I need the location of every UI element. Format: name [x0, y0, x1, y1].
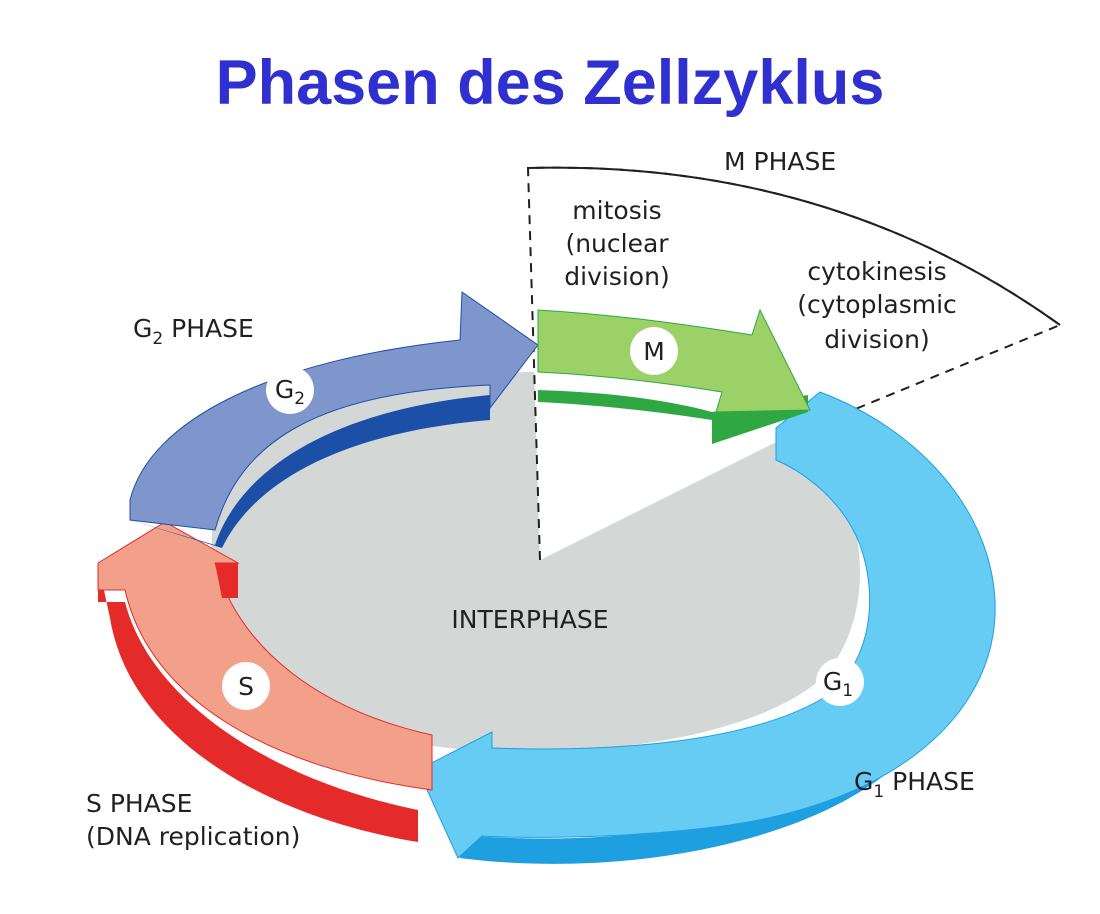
svg-text:G1: G1	[823, 667, 853, 701]
g1-badge-main: G	[823, 667, 842, 696]
s-arrow-top	[97, 521, 433, 791]
m-badge-label: M	[643, 337, 665, 366]
diagram-title: Phasen des Zellzyklus	[215, 48, 885, 118]
s-phase-line-1: S PHASE	[86, 789, 192, 818]
mitosis-line-1: mitosis	[572, 196, 661, 225]
mitosis-label: mitosis (nuclear division)	[564, 196, 669, 291]
g1-arrow-top	[417, 391, 996, 859]
s-notch	[215, 563, 238, 598]
g2-badge-sub: 2	[294, 389, 305, 409]
interphase-label: INTERPHASE	[451, 605, 608, 634]
svg-text:G2: G2	[275, 375, 305, 409]
cytokinesis-line-3: division)	[824, 325, 929, 354]
g2-badge: G2	[266, 366, 314, 414]
cytokinesis-line-2: (cytoplasmic	[797, 290, 957, 319]
s-badge: S	[222, 662, 270, 710]
s-phase-label: S PHASE (DNA replication)	[86, 789, 300, 851]
interphase-area	[211, 372, 860, 752]
g1-badge: G1	[816, 658, 864, 706]
m-arrow-side	[538, 370, 808, 444]
cytokinesis-label: cytokinesis (cytoplasmic division)	[797, 257, 957, 354]
m-badge: M	[630, 327, 678, 375]
mitosis-line-2: (nuclear	[565, 229, 669, 258]
g1-phase-label: G1 PHASE	[854, 767, 975, 802]
s-phase-line-2: (DNA replication)	[86, 822, 300, 851]
g2-arrow-side	[130, 395, 490, 548]
mitosis-line-3: division)	[564, 262, 669, 291]
s-badge-label: S	[238, 672, 254, 701]
g2-badge-main: G	[275, 375, 294, 404]
s-arrow-side	[98, 563, 418, 842]
g1-badge-sub: 1	[842, 681, 853, 701]
g2-phase-label: G2 PHASE	[133, 314, 254, 349]
cytokinesis-line-1: cytokinesis	[807, 257, 946, 286]
m-phase-arc	[527, 166, 1061, 326]
m-phase-label: M PHASE	[724, 147, 836, 176]
